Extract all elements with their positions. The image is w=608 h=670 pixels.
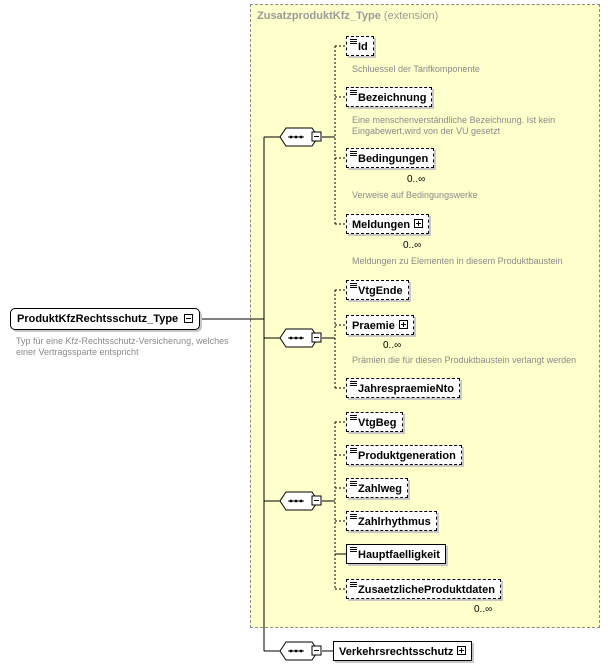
element-verkehrsrechtsschutz[interactable]: Verkehrsrechtsschutz: [333, 641, 473, 661]
element-praemie-doc: Prämien die für diesen Produktbaustein v…: [352, 355, 576, 366]
root-doc-line: Typ für eine Kfz-Rechtsschutz-Versicheru…: [16, 336, 229, 346]
element-bedingungen-label: Bedingungen: [358, 153, 429, 165]
element-id-label: Id: [358, 41, 368, 53]
collapse-icon[interactable]: [184, 314, 194, 323]
element-bedingungen[interactable]: Bedingungen: [346, 148, 435, 168]
bedingungen-occurrence: 0..∞: [407, 174, 426, 185]
sequence-compositor-3[interactable]: [279, 491, 322, 511]
element-vtgbeg-label: VtgBeg: [358, 417, 397, 429]
element-bezeichnung-label: Bezeichnung: [358, 92, 427, 104]
element-vtgbeg[interactable]: VtgBeg: [346, 412, 403, 432]
root-type-node[interactable]: ProduktKfzRechtsschutz_Type: [10, 308, 201, 330]
element-praemie[interactable]: Praemie: [346, 315, 414, 335]
element-produktgeneration-label: Produktgeneration: [358, 450, 456, 462]
extension-name: ZusatzproduktKfz_Type: [257, 10, 381, 22]
doc-line: Meldungen zu Elementen in diesem Produkt…: [352, 256, 563, 266]
sequence-compositor-4[interactable]: [279, 641, 322, 661]
element-id[interactable]: Id: [346, 36, 374, 56]
element-bedingungen-doc: Verweise auf Bedingungswerke: [352, 190, 478, 201]
element-produktgeneration[interactable]: Produktgeneration: [346, 445, 462, 465]
element-bezeichnung-doc: Eine menschenverständliche Bezeichnung. …: [352, 115, 555, 137]
doc-line: Schluessel der Tarifkomponente: [352, 64, 480, 74]
sequence-compositor-1[interactable]: [279, 127, 322, 147]
doc-line: Verweise auf Bedingungswerke: [352, 190, 478, 200]
element-id-doc: Schluessel der Tarifkomponente: [352, 64, 480, 75]
element-verkehrsrechtsschutz-label: Verkehrsrechtsschutz: [339, 646, 454, 658]
element-praemie-label: Praemie: [352, 320, 395, 332]
doc-line: Eingabewert,wird von der VU gesetzt: [352, 126, 501, 136]
element-zusaetzlicheproduktdaten[interactable]: ZusaetzlicheProduktdaten: [346, 579, 501, 599]
zusaetzliche-occurrence: 0..∞: [474, 604, 493, 615]
extension-kind: (extension): [383, 10, 439, 22]
extension-title: ZusatzproduktKfz_Type (extension): [257, 10, 438, 22]
praemie-occurrence: 0..∞: [383, 340, 402, 351]
doc-line: Prämien die für diesen Produktbaustein v…: [352, 355, 577, 365]
element-vtgende[interactable]: VtgEnde: [346, 280, 409, 300]
expand-icon[interactable]: [457, 646, 467, 655]
element-zahlrhythmus[interactable]: Zahlrhythmus: [346, 511, 437, 531]
root-documentation: Typ für eine Kfz-Rechtsschutz-Versicheru…: [16, 336, 229, 358]
element-jahrespraemienento[interactable]: JahrespraemieNto: [346, 378, 460, 398]
element-meldungen-doc: Meldungen zu Elementen in diesem Produkt…: [352, 256, 563, 267]
element-meldungen-label: Meldungen: [352, 219, 411, 231]
doc-line: Eine menschenverständliche Bezeichnung. …: [352, 115, 556, 125]
element-zahlweg-label: Zahlweg: [358, 483, 403, 495]
meldungen-occurrence: 0..∞: [403, 240, 422, 251]
element-hauptfaelligkeit[interactable]: Hauptfaelligkeit: [346, 544, 446, 564]
element-zusaetzlicheproduktdaten-label: ZusaetzlicheProduktdaten: [358, 584, 495, 596]
element-meldungen[interactable]: Meldungen: [346, 214, 430, 234]
root-type-name: ProduktKfzRechtsschutz_Type: [17, 313, 179, 325]
element-zahlweg[interactable]: Zahlweg: [346, 478, 409, 498]
sequence-compositor-2[interactable]: [279, 328, 322, 348]
element-hauptfaelligkeit-label: Hauptfaelligkeit: [358, 549, 440, 561]
expand-icon[interactable]: [414, 219, 424, 228]
element-zahlrhythmus-label: Zahlrhythmus: [358, 516, 431, 528]
expand-icon[interactable]: [398, 320, 408, 329]
element-jahrespraemienento-label: JahrespraemieNto: [358, 383, 454, 395]
root-doc-line: einer Vertragssparte entspricht: [16, 347, 139, 357]
element-vtgende-label: VtgEnde: [358, 285, 403, 297]
element-bezeichnung[interactable]: Bezeichnung: [346, 87, 433, 107]
